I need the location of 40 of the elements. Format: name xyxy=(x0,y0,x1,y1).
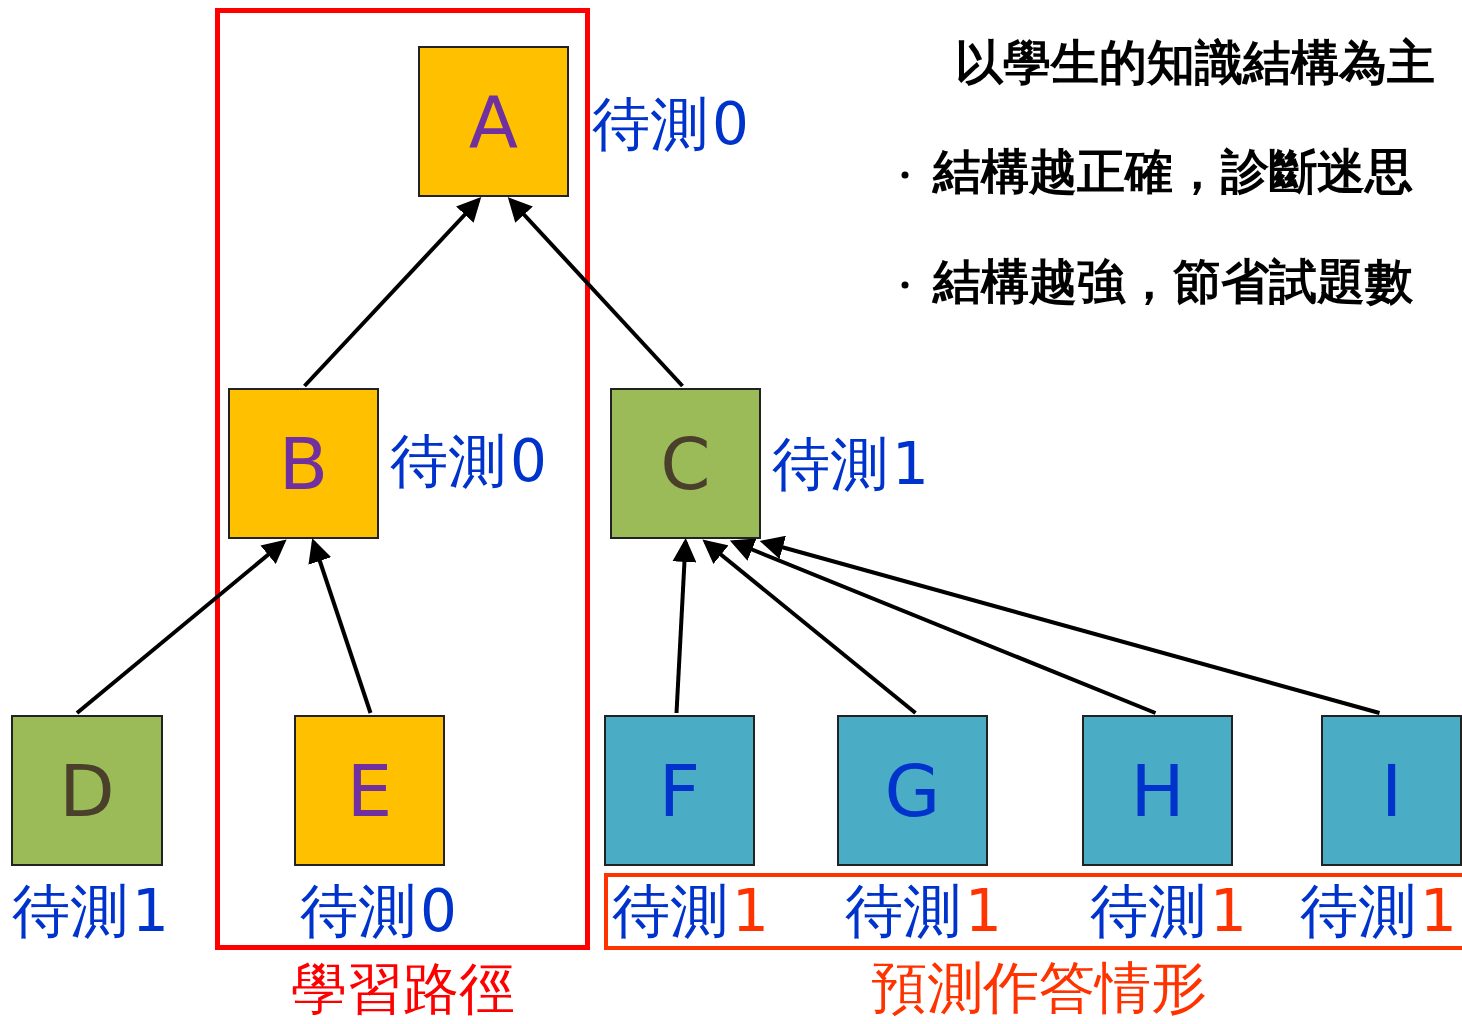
count-digit: 0 xyxy=(510,432,547,490)
count-digit: 1 xyxy=(1420,882,1457,940)
status-label: 待測 xyxy=(12,877,128,945)
heading: 以學生的知識結構為主 xyxy=(955,38,1435,86)
count-digit: 1 xyxy=(892,435,929,493)
status-label: 待測 xyxy=(390,427,506,495)
group-heading: 預測作答情形 xyxy=(871,960,1207,1016)
bullet-text: 結構越正確，診斷迷思 xyxy=(933,147,1413,195)
node-box: G xyxy=(837,715,988,866)
arrow xyxy=(759,535,1381,715)
status-label: 待測 xyxy=(1300,877,1416,945)
status-label: 待測 xyxy=(592,90,708,158)
node-box: B xyxy=(228,388,379,539)
node-box: D xyxy=(11,715,163,866)
group-heading: 學習路徑 xyxy=(290,961,515,1017)
arrow xyxy=(729,538,1157,715)
arrow xyxy=(507,197,684,388)
node-box: I xyxy=(1321,715,1462,866)
arrow xyxy=(672,538,697,714)
node-box: H xyxy=(1082,715,1233,866)
count-digit: 0 xyxy=(420,882,457,940)
arrow xyxy=(303,197,482,388)
node-box: E xyxy=(294,715,445,866)
status-label: 待測 xyxy=(612,877,728,945)
status-label: 待測 xyxy=(845,877,961,945)
bullet-text: 結構越強，節省試題數 xyxy=(933,257,1413,305)
count-digit: 1 xyxy=(1210,882,1247,940)
count-digit: 1 xyxy=(132,882,169,940)
arrow xyxy=(75,539,287,715)
arrow xyxy=(702,539,917,715)
status-label: 待測 xyxy=(772,430,888,498)
count-digit: 1 xyxy=(732,882,769,940)
status-label: 待測 xyxy=(300,877,416,945)
node-box: A xyxy=(418,46,569,197)
arrow xyxy=(308,538,373,714)
count-digit: 1 xyxy=(965,882,1002,940)
count-digit: 0 xyxy=(712,95,749,153)
node-box: C xyxy=(610,388,761,539)
status-label: 待測 xyxy=(1090,877,1206,945)
node-box: F xyxy=(604,715,755,866)
